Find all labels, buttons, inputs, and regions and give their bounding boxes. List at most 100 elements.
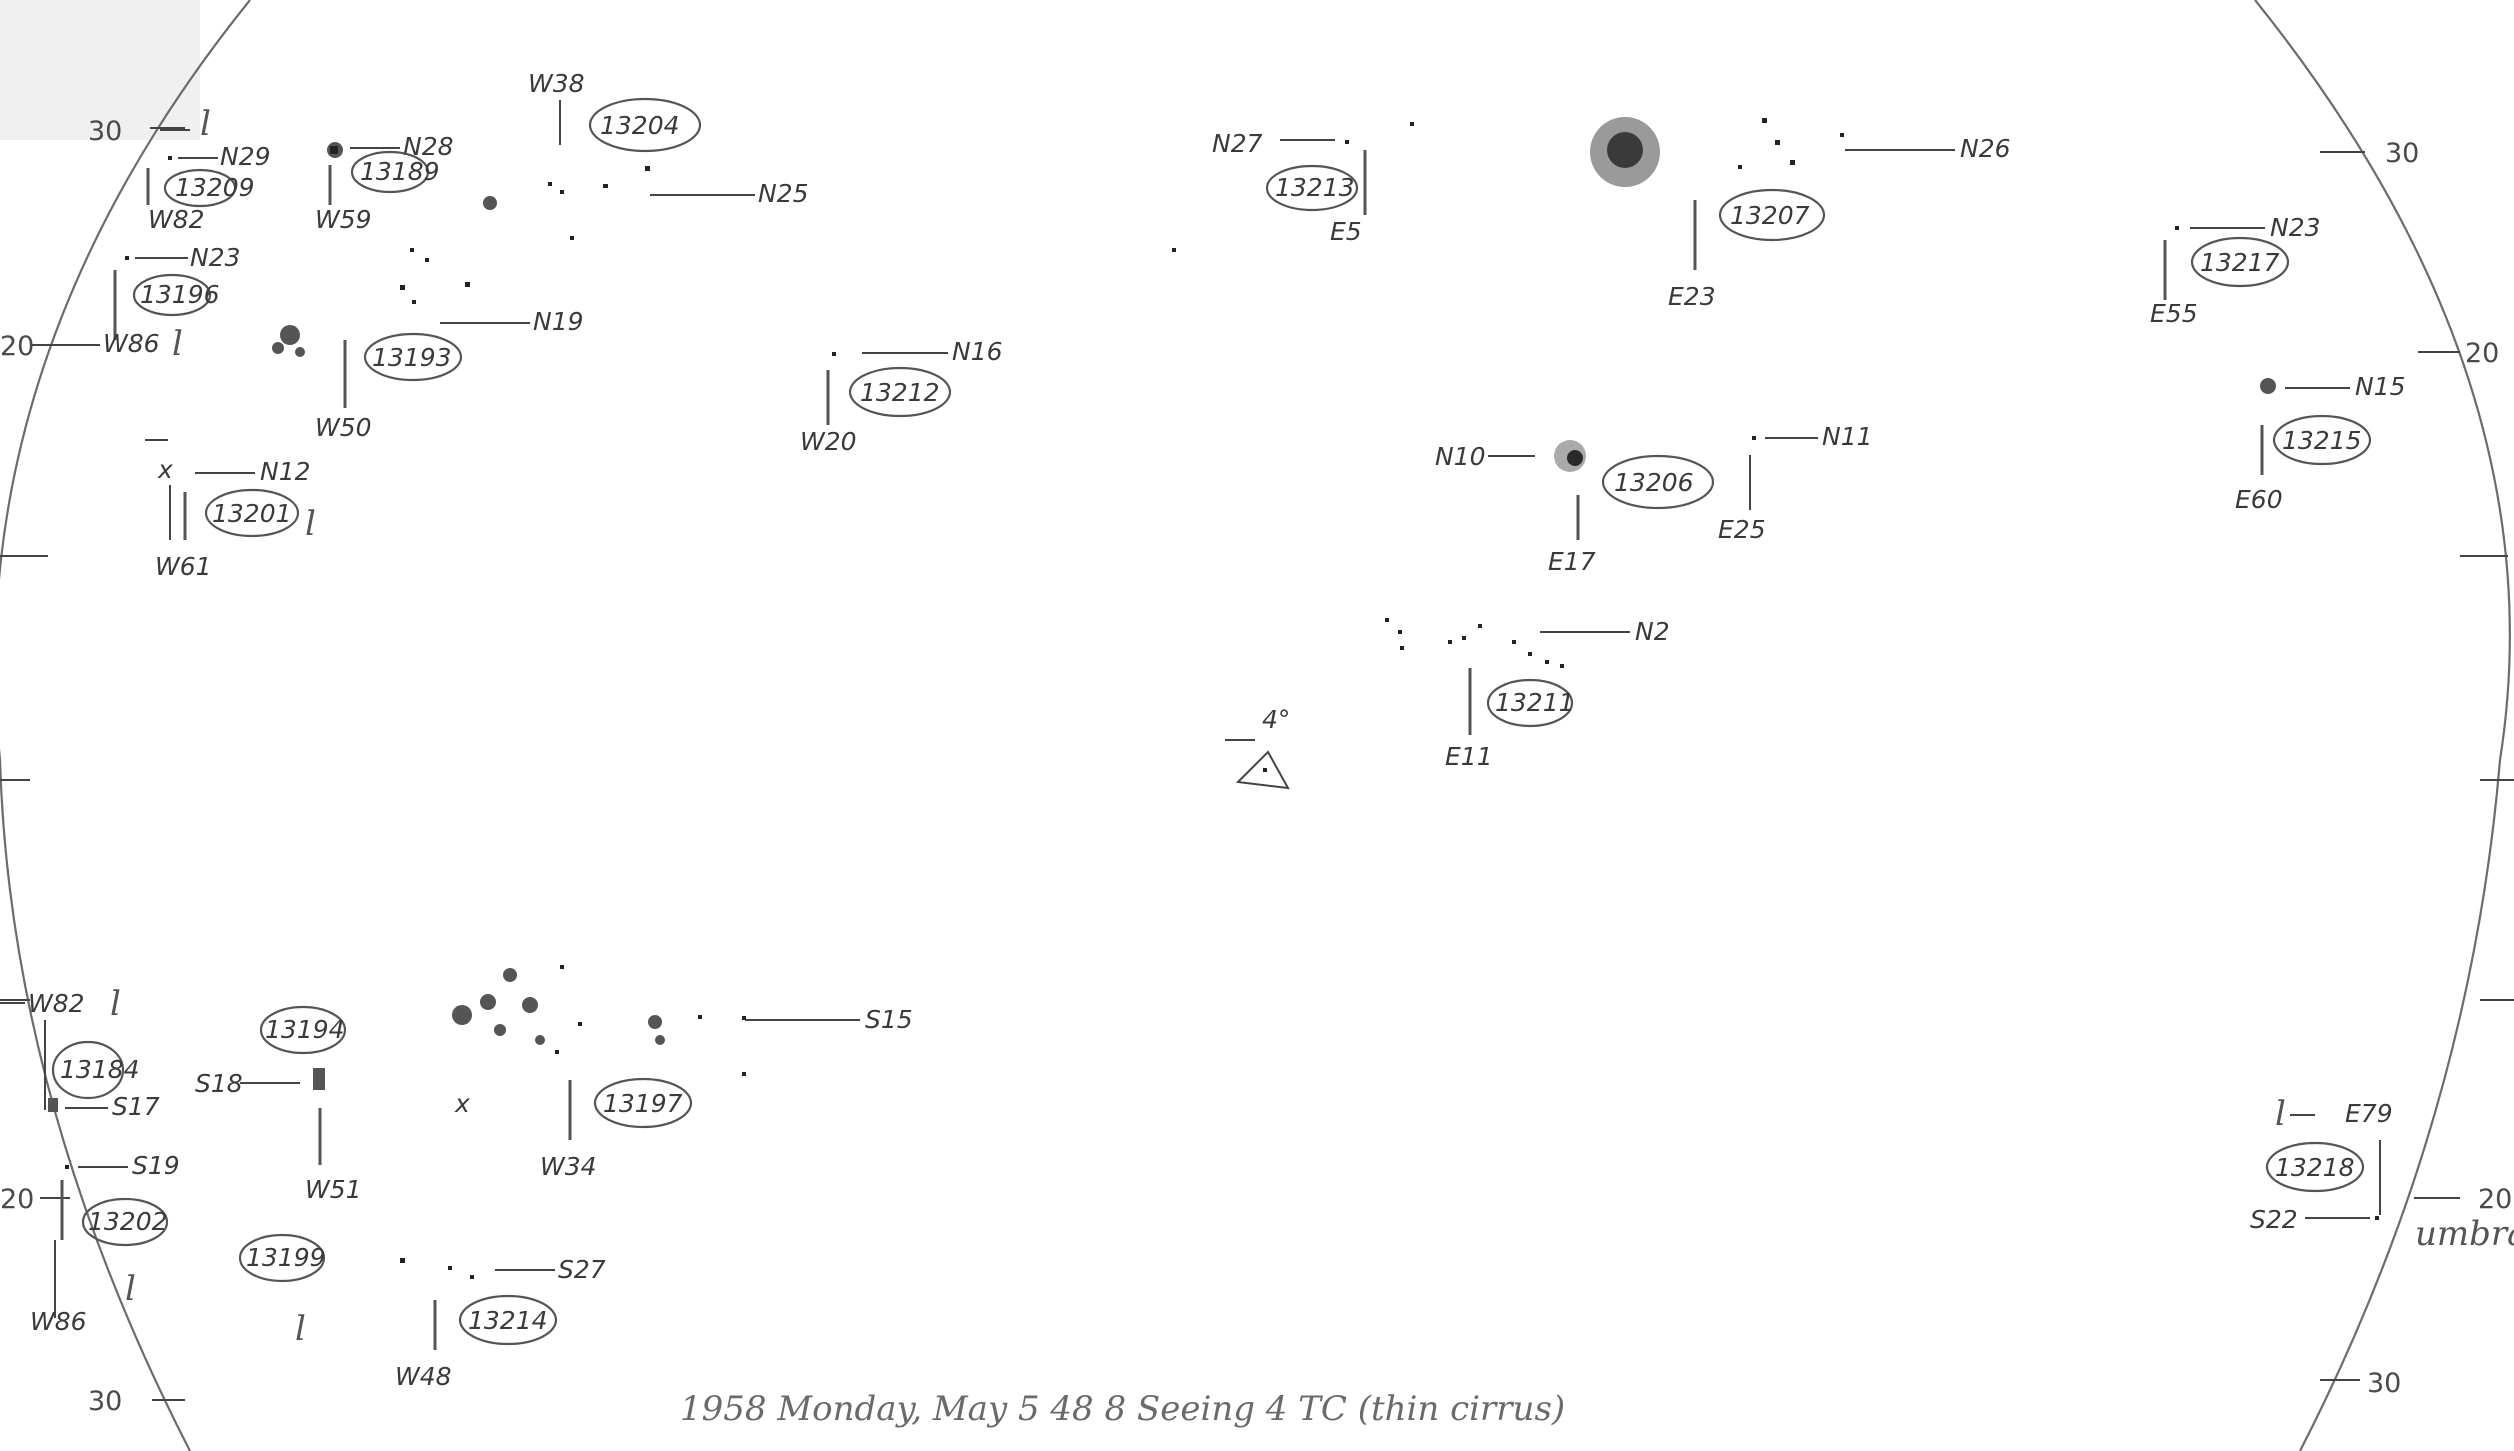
svg-text:W34: W34 (540, 1152, 597, 1181)
group-13213: N27 13213 E5 (1212, 122, 1414, 246)
svg-text:N29: N29 (220, 142, 271, 171)
svg-text:13184: 13184 (60, 1055, 140, 1084)
edge-ticks (0, 127, 2514, 1401)
group-13204: W38 13204 N25 (483, 69, 809, 240)
svg-text:S19: S19 (132, 1151, 180, 1180)
group-13211: N2 13211 E11 (1385, 617, 1670, 771)
svg-text:W86: W86 (30, 1307, 87, 1336)
solar-limb-left (0, 0, 251, 1451)
group-13207: N26 13207 E23 (1590, 117, 2011, 311)
svg-text:N19: N19 (533, 307, 584, 336)
svg-text:13201: 13201 (212, 499, 292, 528)
svg-text:W38: W38 (528, 69, 585, 98)
group-13196: N23 13196 W86 l (45, 243, 241, 364)
side-note: umbra returns (2415, 1214, 2514, 1254)
group-13217: N23 13217 E55 (1172, 213, 2321, 328)
solar-limb-right (2254, 0, 2511, 1451)
svg-text:N10: N10 (1435, 442, 1486, 471)
svg-text:S22: S22 (2250, 1205, 2298, 1234)
svg-text:13206: 13206 (1614, 468, 1694, 497)
svg-text:W59: W59 (315, 205, 372, 234)
svg-text:13189: 13189 (360, 157, 440, 186)
svg-text:W50: W50 (315, 413, 372, 442)
svg-text:S15: S15 (865, 1005, 913, 1034)
svg-text:E55: E55 (2150, 299, 2198, 328)
group-13184: W82 l 13184 S17 (0, 984, 160, 1121)
svg-text:l: l (125, 1269, 136, 1309)
group-13194: 13194 S18 W51 (195, 1005, 362, 1204)
svg-text:W20: W20 (800, 427, 857, 456)
svg-text:E25: E25 (1718, 515, 1766, 544)
svg-text:13199: 13199 (246, 1243, 326, 1272)
svg-text:W51: W51 (305, 1175, 362, 1204)
svg-text:N16: N16 (952, 337, 1003, 366)
svg-text:N15: N15 (2355, 372, 2406, 401)
svg-text:N11: N11 (1822, 422, 1873, 451)
orientation-marker: 4° (1225, 705, 1290, 790)
svg-text:N25: N25 (758, 179, 809, 208)
svg-text:N23: N23 (2270, 213, 2321, 242)
svg-text:S27: S27 (558, 1255, 606, 1284)
group-13215: N15 13215 E60 (2235, 372, 2406, 514)
svg-text:N2: N2 (1635, 617, 1670, 646)
svg-text:N12: N12 (260, 457, 311, 486)
svg-text:13196: 13196 (140, 280, 220, 309)
svg-text:13207: 13207 (1730, 201, 1810, 230)
svg-text:13204: 13204 (600, 111, 680, 140)
svg-text:W48: W48 (395, 1362, 452, 1391)
scan-edge-paper (0, 140, 200, 150)
tick-label-right-upper: 20 (2465, 338, 2499, 369)
tick-label-bottom-left: 30 (88, 1386, 122, 1417)
tick-label-left-upper: 20 (0, 331, 34, 362)
svg-text:N26: N26 (1960, 134, 2011, 163)
svg-text:E17: E17 (1548, 547, 1596, 576)
group-13212: N16 13212 W20 (800, 337, 1003, 456)
group-13193: N19 13193 W50 (272, 248, 584, 442)
group-13197: S15 13197 W34 x (452, 965, 913, 1181)
group-13189: N28 13189 W59 (315, 132, 454, 234)
svg-text:13193: 13193 (372, 343, 452, 372)
svg-text:l: l (200, 104, 211, 144)
svg-text:13211: 13211 (1495, 688, 1575, 717)
svg-text:W82: W82 (148, 205, 205, 234)
tick-label-bottom-right: 30 (2367, 1368, 2401, 1399)
svg-text:l: l (110, 984, 121, 1024)
group-13209: N29 13209 W82 l (146, 104, 271, 234)
svg-text:13202: 13202 (88, 1207, 168, 1236)
svg-text:S18: S18 (195, 1069, 243, 1098)
svg-text:4°: 4° (1262, 705, 1290, 734)
group-13202: S19 13202 W86 l (30, 1151, 180, 1336)
svg-text:l: l (2275, 1094, 2286, 1134)
svg-text:13218: 13218 (2275, 1153, 2355, 1182)
group-13214: S27 13214 W48 (395, 1255, 606, 1391)
svg-text:W61: W61 (155, 552, 212, 581)
svg-text:13213: 13213 (1275, 173, 1355, 202)
svg-text:x: x (454, 1089, 470, 1118)
svg-text:13194: 13194 (265, 1015, 345, 1044)
svg-text:E5: E5 (1330, 217, 1362, 246)
observation-caption: 1958 Monday, May 5 48 8 Seeing 4 TC (thi… (680, 1389, 1565, 1429)
group-13218: l E79 13218 S22 (2250, 1094, 2393, 1234)
tick-label-top-right: 30 (2385, 138, 2419, 169)
svg-text:S17: S17 (112, 1092, 160, 1121)
group-n11-e25: N11 E25 (1718, 422, 1873, 544)
svg-text:l: l (295, 1309, 306, 1349)
tick-label-top-left: 30 (88, 116, 122, 147)
svg-text:E79: E79 (2345, 1099, 2393, 1128)
svg-text:l: l (305, 504, 316, 544)
svg-text:E23: E23 (1668, 282, 1716, 311)
svg-text:13214: 13214 (468, 1306, 548, 1335)
svg-text:E11: E11 (1445, 742, 1493, 771)
svg-text:N27: N27 (1212, 129, 1263, 158)
svg-text:l: l (172, 324, 183, 364)
group-13201: x N12 13201 W61 l (145, 439, 316, 581)
svg-text:N23: N23 (190, 243, 241, 272)
svg-text:E60: E60 (2235, 485, 2283, 514)
group-13206: N10 13206 E17 (1435, 440, 1715, 576)
svg-text:x: x (157, 455, 173, 484)
tick-label-left-lower: 20 (0, 1184, 34, 1215)
svg-text:W86: W86 (103, 329, 160, 358)
group-13199: 13199 l (238, 1233, 326, 1349)
tick-label-right-lower: 20 (2478, 1184, 2512, 1215)
